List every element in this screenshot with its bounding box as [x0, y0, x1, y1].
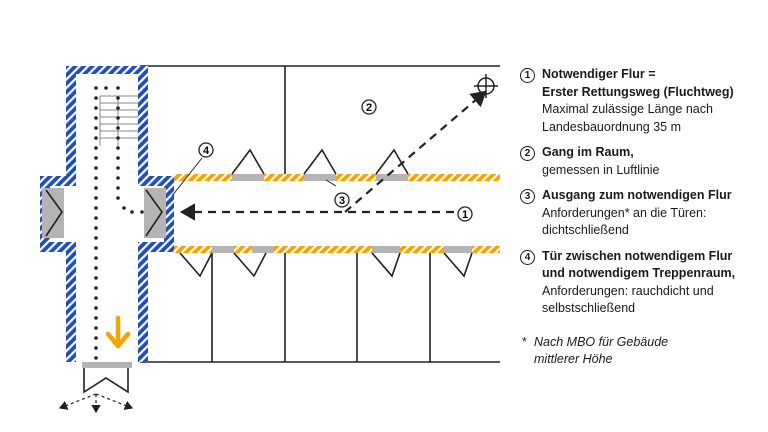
legend-number-3: 3: [520, 189, 535, 204]
legend-text-line: selbstschließend: [542, 301, 636, 315]
legend-title-line: und notwendigem Treppenraum,: [542, 266, 736, 280]
stairwell: [40, 66, 174, 394]
legend-item-3: 3 Ausgang zum notwendigen Flur Anforderu…: [520, 187, 760, 240]
corridor-walls: [174, 174, 500, 253]
door-swing-icon: [179, 148, 473, 278]
legend-item-4: 4 Tür zwischen notwendigem Flur und notw…: [520, 248, 760, 318]
footnote-line: Nach MBO für Gebäude: [534, 334, 669, 349]
marker-1: 1: [457, 206, 473, 222]
legend-text-line: gemessen in Luftlinie: [542, 162, 660, 177]
legend-title-line: Tür zwischen notwendigem Flur: [542, 248, 733, 263]
legend-text-line: Landesbauordnung 35 m: [542, 119, 682, 134]
legend: 1 Notwendiger Flur = Erster Rettungsweg …: [520, 66, 760, 369]
floor-plan: 1 2 3 4: [40, 65, 500, 414]
legend-text-line: Anforderungen* an die Türen:: [542, 205, 707, 220]
legend-text-line: dichtschließend: [542, 223, 629, 237]
legend-text-line: Maximal zulässige Länge nach: [542, 102, 713, 116]
footnote-line: mittlerer Höhe: [534, 352, 613, 366]
exit-direction-arrow-icon: [105, 315, 131, 349]
svg-text:4: 4: [203, 145, 210, 157]
svg-text:1: 1: [462, 209, 468, 221]
room-walls: [140, 65, 500, 363]
footnote: * Nach MBO für Gebäude mittlerer Höhe: [520, 334, 760, 369]
legend-title-line: Ausgang zum notwendigen Flur: [542, 188, 732, 202]
legend-number-2: 2: [520, 146, 535, 161]
legend-text-line: Anforderungen: rauchdicht und: [542, 283, 714, 298]
legend-title-line: Erster Rettungsweg (Fluchtweg): [542, 84, 734, 99]
marker-3: 3: [325, 179, 350, 208]
escape-route-dotted: [94, 86, 144, 360]
exit-arrow-icon: [58, 393, 134, 414]
marker-2: 2: [361, 99, 377, 115]
legend-item-2: 2 Gang im Raum, gemessen in Luftlinie: [520, 144, 760, 179]
legend-title-line: Notwendiger Flur =: [542, 67, 656, 81]
legend-title-line: Gang im Raum,: [542, 145, 634, 159]
legend-number-1: 1: [520, 68, 535, 83]
legend-number-4: 4: [520, 249, 535, 265]
marker-4: 4: [171, 142, 214, 197]
svg-text:2: 2: [366, 102, 372, 114]
footnote-star: *: [522, 334, 527, 349]
escape-route-dashed: [179, 90, 487, 221]
svg-text:3: 3: [339, 195, 345, 207]
target-crosshair-icon: [474, 74, 498, 98]
legend-item-1: 1 Notwendiger Flur = Erster Rettungsweg …: [520, 66, 760, 136]
